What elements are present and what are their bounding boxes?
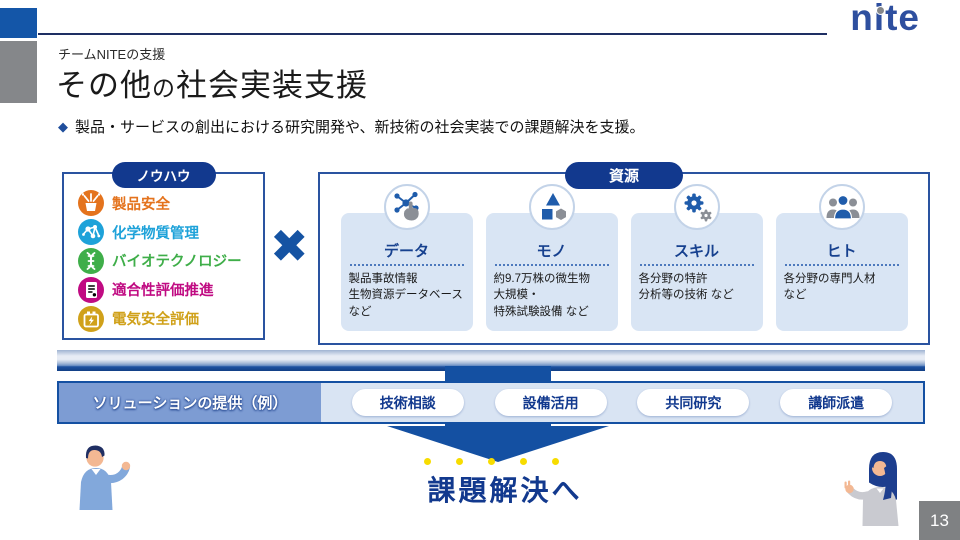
- resource-card-title: スキル: [673, 243, 719, 260]
- top-left-gray-square: [0, 41, 37, 103]
- summary-bullet: ◆ 製品・サービスの創出における研究開発や、新技術の社会実装での課題解決を支援。: [58, 116, 645, 137]
- dotted-divider: [349, 264, 464, 266]
- shapes-icon: [528, 184, 575, 230]
- title-part1: その他: [56, 68, 152, 103]
- list-item: 化学物質管理: [78, 218, 257, 247]
- list-item: 適合性評価推進: [78, 275, 257, 304]
- chemical-icon: [78, 219, 104, 246]
- resource-card-title: データ: [383, 243, 429, 260]
- slide-eyebrow: チームNITEの支援: [58, 47, 166, 62]
- list-item: 製品安全: [78, 189, 257, 218]
- title-no: の: [152, 75, 176, 101]
- yellow-dot: [424, 458, 431, 465]
- desc-line: 約9.7万株の微生物: [493, 273, 591, 285]
- solution-pill: 共同研究: [637, 389, 750, 416]
- resource-card-mono: モノ 約9.7万株の微生物 大規模・ 特殊試験設備 など: [485, 184, 618, 331]
- presenter-man-illustration: [79, 445, 131, 510]
- knowhow-header-pill: ノウハウ: [111, 162, 216, 188]
- page-number-box: 13: [919, 501, 960, 540]
- nite-logo-text: nite: [850, 0, 920, 38]
- presenter-woman-illustration: [844, 452, 899, 526]
- solutions-header-label: ソリューションの提供（例）: [92, 395, 288, 412]
- page-title: その他の社会実装支援: [56, 60, 368, 105]
- knowhow-item-label: 化学物質管理: [112, 225, 199, 242]
- yellow-dot: [552, 458, 559, 465]
- solutions-body: 技術相談 設備活用 共同研究 講師派遣: [321, 383, 923, 422]
- desc-line: など: [783, 289, 807, 302]
- resource-card-hito: ヒト 各分野の専門人材 など: [775, 184, 908, 331]
- desc-line: 分析等の技術 など: [638, 289, 734, 302]
- dotted-divider: [639, 264, 754, 266]
- resource-card: ヒト 各分野の専門人材 など: [775, 213, 908, 331]
- resource-card-desc: 各分野の専門人材 など: [776, 271, 908, 304]
- people-icon: [818, 184, 865, 230]
- yellow-dot: [488, 458, 495, 465]
- network-data-icon: [383, 184, 430, 230]
- solution-pill: 設備活用: [494, 389, 607, 416]
- desc-line: 生物資源データベース: [348, 289, 463, 302]
- resource-card: モノ 約9.7万株の微生物 大規模・ 特殊試験設備 など: [485, 213, 618, 331]
- multiply-icon: ✖: [270, 220, 309, 272]
- dotted-divider: [494, 264, 609, 266]
- header-divider-line: [38, 33, 827, 35]
- list-item: バイオテクノロジー: [78, 247, 257, 276]
- solutions-row: ソリューションの提供（例） 技術相談 設備活用 共同研究 講師派遣: [57, 381, 925, 424]
- desc-line: 大規模・: [493, 289, 540, 302]
- resource-card-title: ヒト: [826, 243, 857, 260]
- desc-line: 各分野の専門人材: [783, 273, 876, 285]
- resource-card-desc: 約9.7万株の微生物 大規模・ 特殊試験設備 など: [486, 271, 618, 320]
- resources-cards: データ 製品事故情報 生物資源データベース など モノ: [320, 184, 928, 331]
- summary-text: 製品・サービスの創出における研究開発や、新技術の社会実装での課題解決を支援。: [75, 119, 645, 136]
- down-arrow-head: [387, 426, 609, 462]
- desc-line: 各分野の特許: [638, 273, 708, 285]
- knowhow-list: 製品安全 化学物質管理 バイオテクノロジー 適合性評価推進: [78, 189, 257, 333]
- yellow-dot: [520, 458, 527, 465]
- desc-line: 特殊試験設備 など: [493, 305, 589, 318]
- top-left-blue-square: [0, 8, 37, 38]
- solutions-header: ソリューションの提供（例）: [59, 383, 321, 422]
- product-safety-icon: [78, 190, 104, 217]
- battery-icon: [78, 305, 104, 332]
- dna-icon: [78, 247, 104, 274]
- resources-box: 資源 データ 製品事故情報 生物資源データベース など: [318, 162, 930, 345]
- knowhow-item-label: バイオテクノロジー: [112, 254, 242, 271]
- page-number: 13: [930, 510, 949, 530]
- list-item: 電気安全評価: [78, 304, 257, 333]
- resources-header-pill: 資源: [564, 162, 684, 189]
- solution-pill: 講師派遣: [780, 389, 893, 416]
- knowhow-item-label: 製品安全: [112, 196, 170, 213]
- resource-card-data: データ 製品事故情報 生物資源データベース など: [340, 184, 473, 331]
- resource-card: データ 製品事故情報 生物資源データベース など: [340, 213, 473, 331]
- gears-icon: [673, 184, 720, 230]
- gradient-bar: [57, 350, 925, 371]
- diamond-bullet-icon: ◆: [58, 118, 68, 134]
- resource-card: スキル 各分野の特許 分析等の技術 など: [630, 213, 763, 331]
- resource-card-desc: 製品事故情報 生物資源データベース など: [341, 271, 473, 320]
- desc-line: 製品事故情報: [348, 273, 418, 285]
- document-icon: [78, 276, 104, 303]
- title-part2: 社会実装支援: [176, 68, 368, 103]
- solution-pill: 技術相談: [351, 389, 464, 416]
- resource-card-skill: スキル 各分野の特許 分析等の技術 など: [630, 184, 763, 331]
- dotted-divider: [784, 264, 899, 266]
- knowhow-box: ノウハウ 製品安全 化学物質管理 バイオテクノロジー: [62, 162, 265, 340]
- knowhow-item-label: 電気安全評価: [112, 312, 199, 329]
- nite-logo: nite: [850, 0, 920, 36]
- resource-card-title: モノ: [536, 243, 567, 260]
- resource-card-desc: 各分野の特許 分析等の技術 など: [631, 271, 763, 304]
- yellow-dot: [456, 458, 463, 465]
- knowhow-item-label: 適合性評価推進: [112, 283, 214, 300]
- nite-logo-i-dot: [876, 6, 886, 15]
- desc-line: など: [348, 305, 372, 318]
- conclusion-text: 課題解決へ: [427, 475, 583, 506]
